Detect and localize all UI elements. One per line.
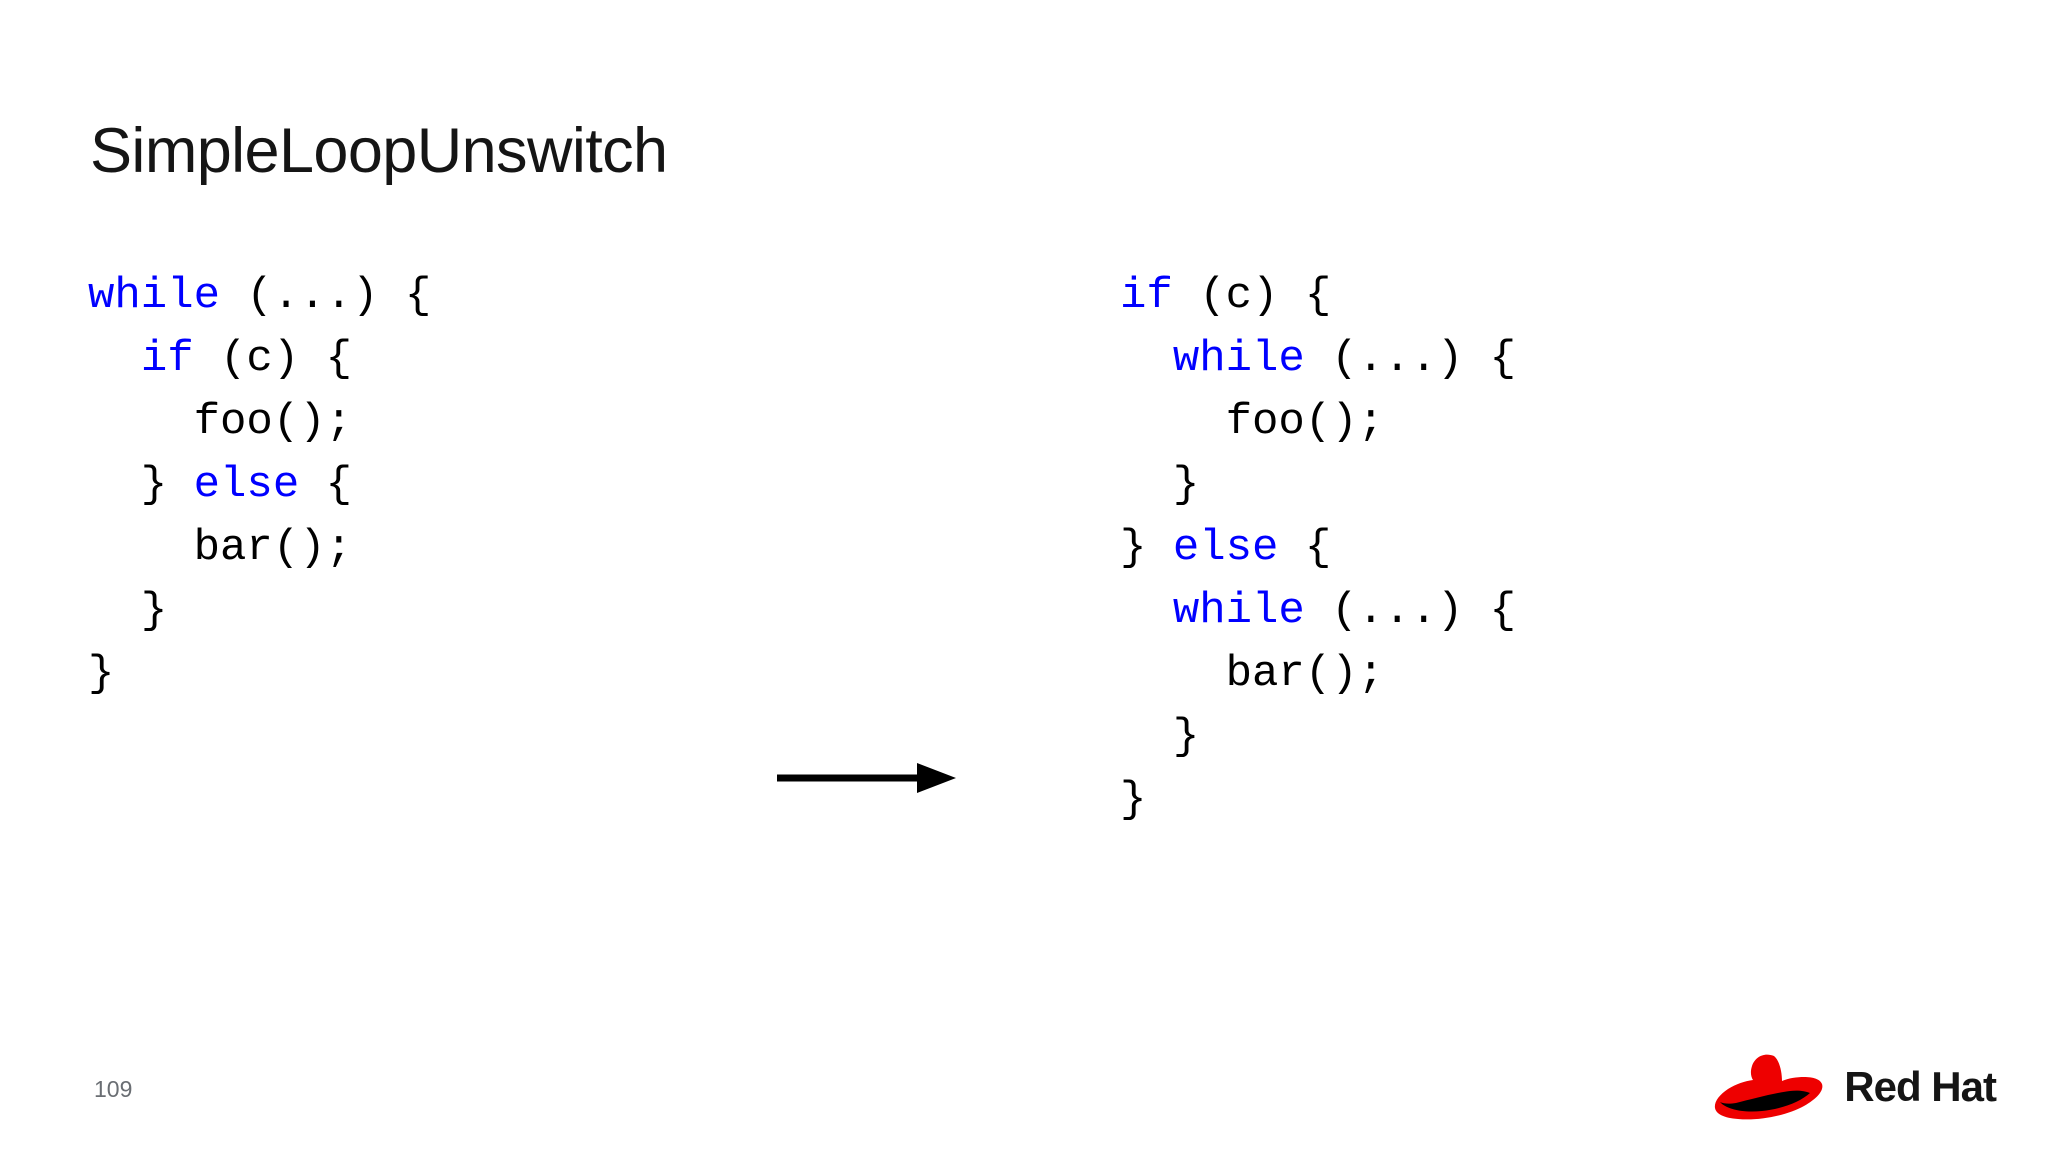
code-line: foo(); <box>1225 397 1385 447</box>
code-keyword: if <box>140 334 194 384</box>
code-line: if (c) { <box>140 334 353 384</box>
red-hat-logo: Red Hat <box>1712 1052 1997 1122</box>
code-keyword: while <box>1172 334 1305 384</box>
code-line: while (...) { <box>1172 586 1517 636</box>
code-line: bar(); <box>1225 649 1385 699</box>
code-line: foo(); <box>193 397 353 447</box>
red-hat-wordmark: Red Hat <box>1844 1063 1997 1110</box>
code-line: } <box>88 649 115 699</box>
transformation-arrow <box>775 752 960 804</box>
page-number: 109 <box>94 1076 133 1102</box>
code-keyword: else <box>1172 523 1279 573</box>
code-keyword: else <box>193 460 300 510</box>
code-line: } else { <box>88 460 353 510</box>
code-line: bar(); <box>193 523 353 573</box>
code-line: while (...) { <box>1172 334 1517 384</box>
code-line: } <box>1172 460 1200 510</box>
code-block-after: if (c) { while (...) { foo(); }} else { … <box>1120 265 1516 832</box>
code-comparison-area: while (...) { if (c) { foo(); } else { b… <box>0 265 2048 865</box>
code-line: } else { <box>1120 523 1332 573</box>
code-keyword: while <box>1172 586 1305 636</box>
page-title: SimpleLoopUnswitch <box>90 116 668 186</box>
code-keyword: while <box>88 271 221 321</box>
code-line: } <box>1172 712 1200 762</box>
red-hat-fedora-icon <box>1712 1052 1830 1122</box>
code-block-before: while (...) { if (c) { foo(); } else { b… <box>88 265 431 706</box>
code-line: if (c) { <box>1120 271 1332 321</box>
code-keyword: if <box>1120 271 1173 321</box>
code-line: } <box>1120 775 1147 825</box>
code-line: } <box>140 586 168 636</box>
code-line: while (...) { <box>88 271 432 321</box>
